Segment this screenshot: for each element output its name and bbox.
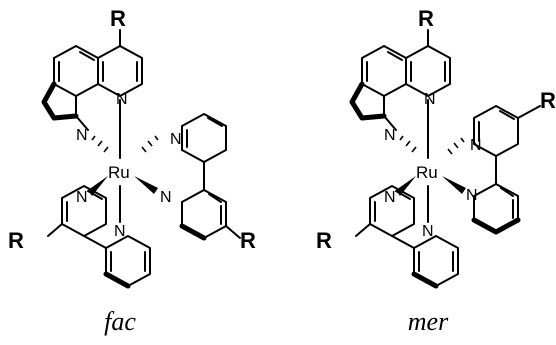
fac-nitrogen-5: N xyxy=(76,189,88,206)
mer-substituent-top: R xyxy=(418,6,434,31)
mer-substituent-left: R xyxy=(316,228,332,253)
fac-nitrogen-1: N xyxy=(116,91,128,108)
fac-nitrogen-2: N xyxy=(76,127,88,144)
mer-nitrogen-4: N xyxy=(466,187,478,204)
fac-nitrogen-4: N xyxy=(160,189,172,206)
fac-hash-bonds xyxy=(91,135,159,153)
fac-substituent-top: R xyxy=(110,6,126,31)
fac-top-bipyridine xyxy=(41,29,143,131)
mer-nitrogen-5: N xyxy=(384,189,396,206)
mer-caption: mer xyxy=(408,307,449,336)
fac-nitrogen-6: N xyxy=(114,223,126,240)
mer-nitrogen-3: N xyxy=(470,137,482,154)
fac-complex: R N N N Ru N N N R R xyxy=(8,6,256,289)
fac-substituent-right: R xyxy=(240,228,256,253)
mer-nitrogen-1: N xyxy=(424,91,436,108)
mer-ruthenium: Ru xyxy=(416,163,438,182)
fac-right-bipyridine xyxy=(179,113,241,241)
mer-complex: R N N N R Ru N N N R xyxy=(316,6,556,289)
mer-substituent-right: R xyxy=(540,88,556,113)
mer-nitrogen-2: N xyxy=(384,127,396,144)
mer-hash-bonds xyxy=(399,135,465,155)
mer-top-bipyridine xyxy=(349,29,451,131)
fac-ruthenium: Ru xyxy=(108,163,130,182)
mer-left-bipyridine xyxy=(355,185,459,289)
fac-caption: fac xyxy=(104,307,136,336)
mer-nitrogen-6: N xyxy=(422,223,434,240)
fac-substituent-left: R xyxy=(8,228,24,253)
mer-right-bipyridine xyxy=(471,105,541,235)
fac-nitrogen-3: N xyxy=(170,131,182,148)
fac-left-bipyridine xyxy=(47,185,151,289)
